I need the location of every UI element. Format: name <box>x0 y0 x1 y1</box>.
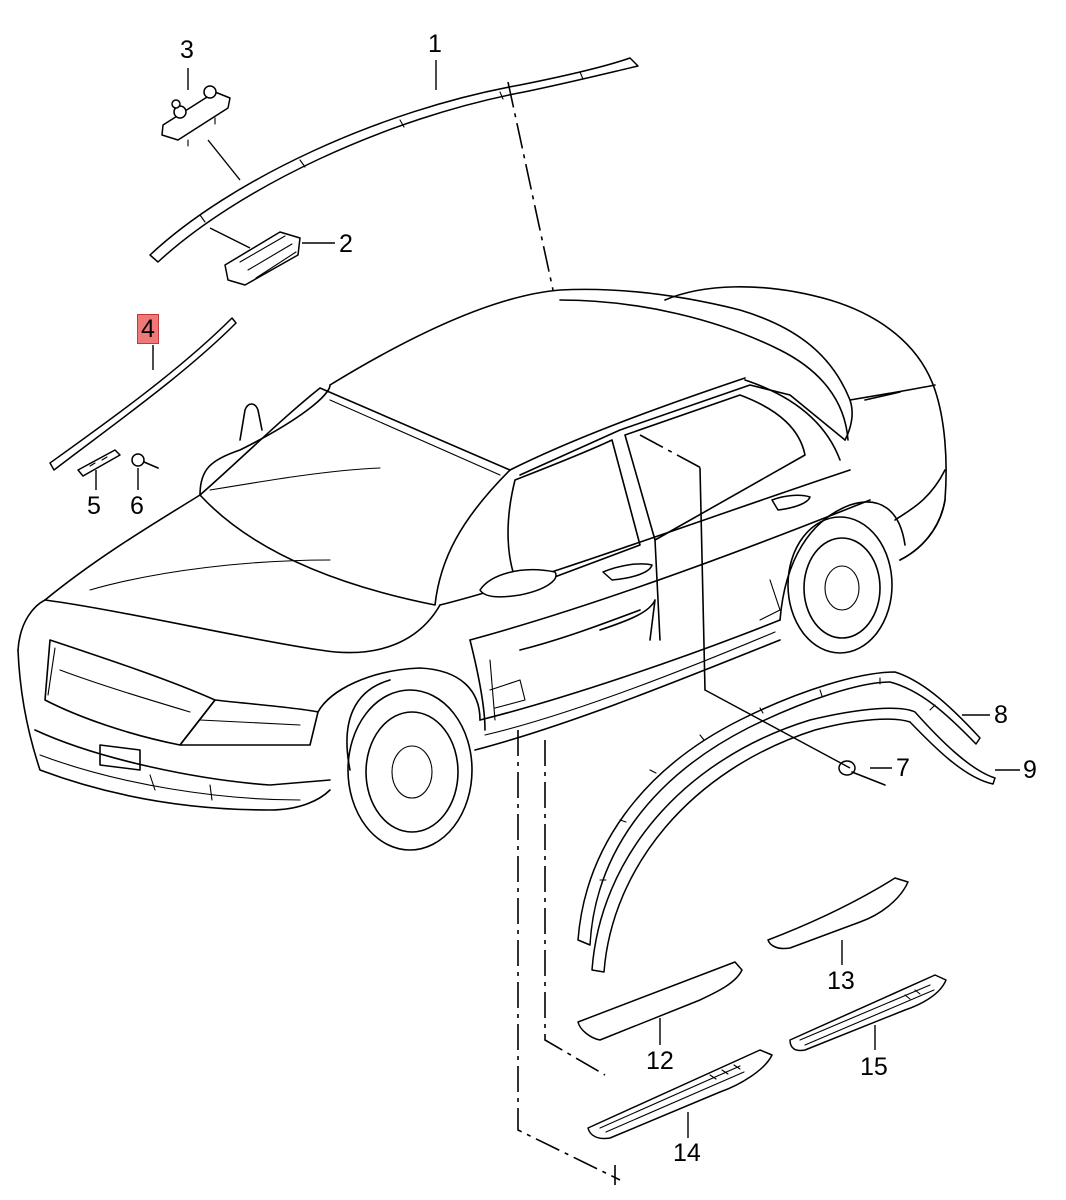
part-6-screw <box>131 453 159 469</box>
callout-15[interactable]: 15 <box>860 1053 888 1081</box>
callout-14[interactable]: 14 <box>673 1139 701 1167</box>
callout-3[interactable]: 3 <box>180 36 194 64</box>
callout-6[interactable]: 6 <box>130 492 144 520</box>
part-3-bracket <box>161 85 231 147</box>
callout-9[interactable]: 9 <box>1023 756 1037 784</box>
callout-7[interactable]: 7 <box>896 754 910 782</box>
part-2-clip <box>224 231 301 286</box>
part-5-bracket <box>77 449 121 477</box>
callout-13[interactable]: 13 <box>827 967 855 995</box>
callout-5[interactable]: 5 <box>87 492 101 520</box>
front-wheel <box>346 679 473 851</box>
part-4-strip <box>49 317 237 471</box>
part-15-scuff-plate <box>789 974 947 1052</box>
part-1-roof-trim <box>149 57 639 263</box>
part-7-rivet <box>838 760 886 786</box>
rear-wheel <box>787 516 893 654</box>
callout-8[interactable]: 8 <box>994 701 1008 729</box>
part-12-sill-cover <box>577 961 743 1041</box>
leader-lines <box>95 60 1020 1185</box>
part-13-sill-cover <box>767 877 909 950</box>
car-body <box>17 286 947 851</box>
callout-2[interactable]: 2 <box>339 230 353 258</box>
callout-12[interactable]: 12 <box>646 1047 674 1075</box>
part-14-scuff-plate <box>587 1049 773 1140</box>
callout-1[interactable]: 1 <box>428 30 442 58</box>
part-9-arch-lining <box>591 707 996 973</box>
callout-4-highlighted[interactable]: 4 <box>137 314 159 344</box>
part-8-arch-trim <box>577 671 981 946</box>
